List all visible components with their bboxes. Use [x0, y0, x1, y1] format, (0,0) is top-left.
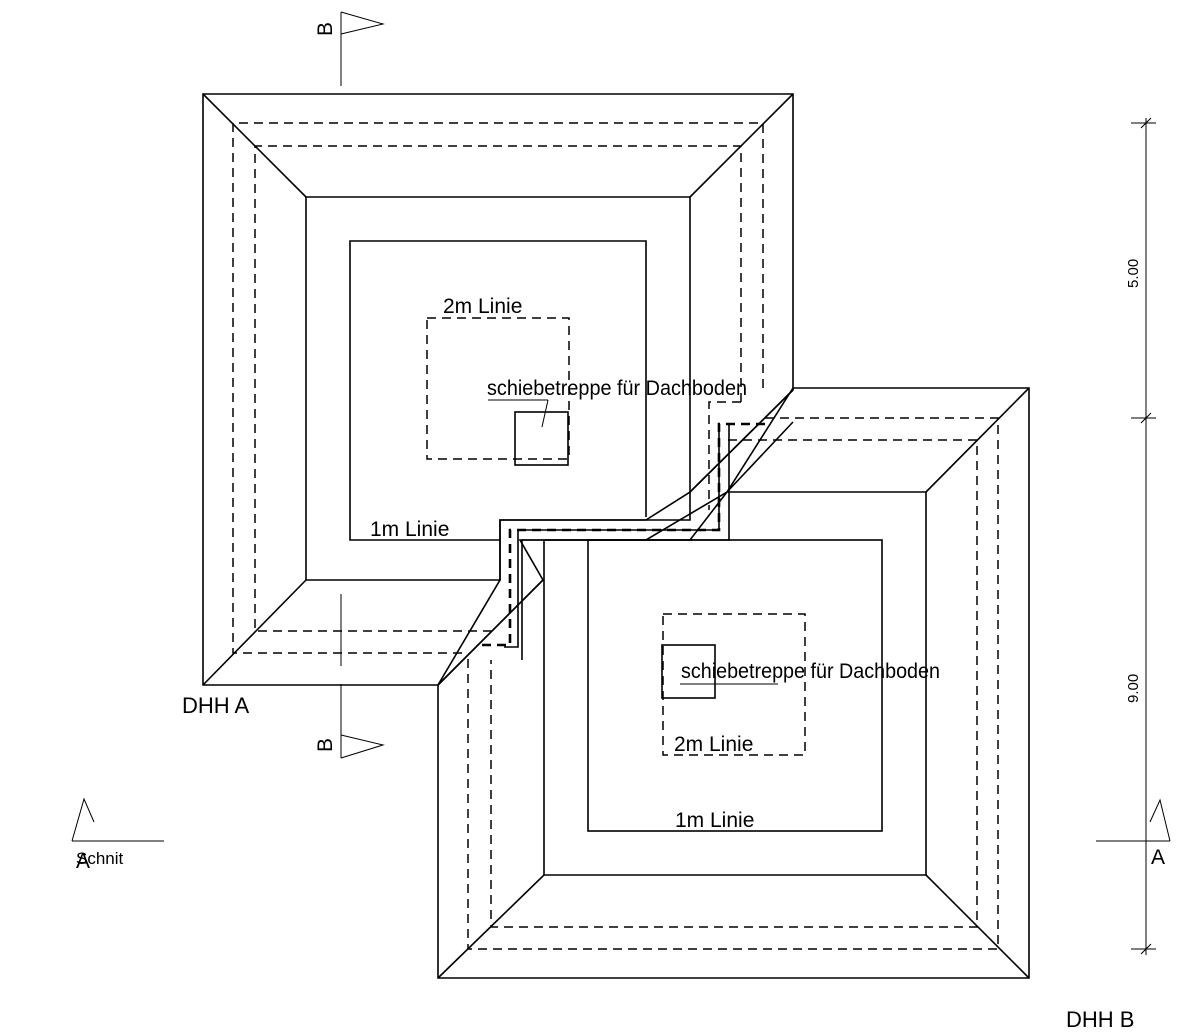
section-a-right-flag — [1149, 798, 1171, 842]
party-wall-line-2 — [521, 424, 730, 660]
house-a-eaves-inner — [254, 145, 742, 632]
house-b-label: DHH B — [1066, 1007, 1134, 1032]
house-a-attic-hatch — [514, 411, 569, 466]
party-wall — [476, 422, 765, 660]
house-b-roof — [437, 387, 1030, 979]
section-word-label: Schnit — [76, 849, 124, 868]
house-b-hatch-label: schiebetreppe für Dachboden — [681, 660, 940, 683]
house-b-valley — [726, 421, 794, 493]
house-b-1m-line — [587, 539, 883, 832]
house-b-hip-tr — [925, 387, 1030, 493]
section-b-top-label: B — [314, 22, 337, 36]
house-a-hatch-label: schiebetreppe für Dachboden — [487, 377, 747, 400]
house-a-valley — [689, 389, 794, 493]
dimension-chain — [1131, 117, 1156, 955]
section-a-left — [71, 797, 164, 842]
dimension-upper-label: 5.00 — [1125, 259, 1142, 288]
house-b-2m-label: 2m Linie — [674, 733, 753, 756]
section-b-bottom-flag — [340, 734, 385, 759]
house-a-hatch-leader-tick — [541, 399, 549, 428]
house-a-hip-bl — [202, 579, 307, 686]
section-a-right — [1096, 798, 1171, 842]
house-b-2m-line — [662, 613, 806, 756]
dimension-tick-bottom — [1140, 943, 1152, 955]
section-b-bottom-label: B — [314, 738, 337, 752]
section-b-top-flag — [340, 11, 385, 35]
house-a-1m-line — [349, 240, 647, 541]
dimension-tick-top — [1140, 117, 1152, 129]
house-b-attic-hatch — [661, 644, 716, 699]
house-a-eaves-outer — [232, 122, 764, 654]
dimension-lower-label: 9.00 — [1125, 674, 1142, 703]
section-a-left-flag — [71, 797, 95, 842]
house-a-eaves-step — [708, 401, 741, 510]
house-b-roof-outline — [437, 387, 1030, 979]
house-a-2m-label: 2m Linie — [443, 295, 522, 318]
dimension-tick-mid — [1140, 412, 1152, 424]
house-a-ridge-outline — [305, 196, 691, 581]
house-b-eaves-inner — [490, 439, 978, 928]
house-a-1m-label: 1m Linie — [370, 518, 449, 541]
house-a-label: DHH A — [182, 693, 250, 718]
house-b-eaves-outer — [467, 417, 999, 950]
party-wall-dashed — [476, 422, 765, 647]
section-b-bottom — [340, 684, 385, 759]
house-b-1m-label: 1m Linie — [675, 809, 754, 832]
section-b-top — [340, 11, 385, 86]
section-a-right-label: A — [1151, 846, 1165, 869]
section-a-left-label: A — [76, 850, 90, 873]
house-a-2m-line — [426, 317, 570, 460]
